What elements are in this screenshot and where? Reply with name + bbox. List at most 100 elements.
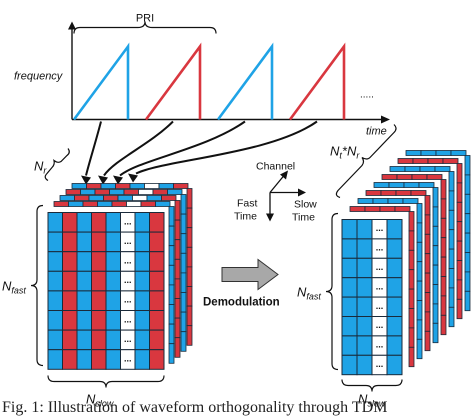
left-cube-layer-2-top-cell <box>132 195 148 201</box>
left-cube-layer-3-side-cell <box>180 233 187 254</box>
left-cube-front-cell <box>134 270 150 292</box>
right-cube-layer-5-top-cell <box>426 174 443 180</box>
left-cube-front-cell <box>134 231 150 253</box>
right-cube-layer-2-side-cell <box>416 300 423 321</box>
right-cube-layer-7-top-cell <box>427 158 444 164</box>
demodulation-label: Demodulation <box>203 297 280 309</box>
left-cube-layer-4-top-cell <box>71 183 87 189</box>
left-cube-layer-3-top-cell <box>152 189 168 195</box>
right-nfast-label: Nfast <box>297 285 321 302</box>
left-cube-layer-4-top-cell <box>100 183 116 189</box>
left-cube-front-cell <box>105 310 121 331</box>
left-cube-layer-3-top-cell <box>138 189 154 195</box>
left-cube-layer-2-side-cell <box>174 337 181 358</box>
left-cube-front-cell <box>149 270 165 292</box>
right-cube-layer-5-side-cell <box>440 179 447 200</box>
left-cube-front-cell <box>91 349 107 370</box>
left-cube-front-cell <box>62 251 78 272</box>
left-cube-layer-2-side-cell <box>174 200 181 221</box>
right-cube-layer-3-top-cell <box>395 190 412 196</box>
right-cube-front-cell <box>386 296 403 318</box>
left-cube-front-cell <box>91 212 107 233</box>
right-cube-layer-6-top-cell <box>389 166 406 172</box>
right-cube-layer-7-side-cell <box>456 298 463 320</box>
right-cube-dots-label: ... <box>376 301 384 311</box>
left-cube-dots-label: ... <box>124 256 132 266</box>
right-cube-layer-1-side-cell <box>408 346 415 368</box>
left-cube-dots-label: ... <box>124 354 132 364</box>
left-cube-front-cell <box>91 329 107 351</box>
right-cube-layer-1-top-cell <box>379 206 396 212</box>
right-cube-layer-2-side-cell <box>416 203 423 224</box>
right-cube-layer-8-side-cell <box>464 252 471 273</box>
chirp-arrow-1 <box>85 121 102 176</box>
left-cube-layer-4-side-cell <box>186 305 193 327</box>
left-cube-cells: ........................ <box>47 183 193 370</box>
right-data-cube: ........................ Nt*Nr Nfast Nsl… <box>297 124 471 409</box>
left-cube-front-cell <box>76 349 92 370</box>
left-cube-front-cell <box>134 310 150 331</box>
right-cube-layer-5-side-cell <box>440 198 447 219</box>
chirp-pulse-4 <box>288 42 346 121</box>
left-cube-front-cell <box>76 212 92 233</box>
right-cube-layer-5-top-cell <box>396 174 413 180</box>
left-cube-layer-3-side-cell <box>180 252 187 274</box>
left-cube-front-cell <box>47 270 63 292</box>
right-cube-layer-1-side-cell <box>408 308 415 329</box>
right-cube-layer-5-side-cell <box>440 295 447 316</box>
right-cube-layer-3-top-cell <box>410 190 427 196</box>
right-cube-layer-4-side-cell <box>432 264 439 285</box>
right-cube-layer-6-side-cell <box>448 229 455 250</box>
left-cube-layer-4-top-cell <box>129 183 145 189</box>
right-cube-layer-4-side-cell <box>432 206 439 227</box>
left-cube-front-cell <box>91 231 107 253</box>
right-cube-layer-8-side-cell <box>464 174 471 195</box>
left-cube-layer-4-top-cell <box>158 183 174 189</box>
right-cube-front-cell <box>386 277 403 298</box>
right-cube-layer-2-side-cell <box>416 338 423 360</box>
left-cube-front-cell <box>105 349 121 370</box>
right-cube-front-cell <box>341 316 358 337</box>
left-cube-front-cell <box>76 231 92 253</box>
right-cube-layer-8-top-cell <box>405 150 422 156</box>
left-cube-front-cell <box>76 251 92 272</box>
right-cube-layer-3-top-cell <box>365 190 382 196</box>
left-cube-front-cell <box>134 212 150 233</box>
right-cube-layer-5-top-cell <box>381 174 398 180</box>
chirp-arrow-3 <box>119 120 246 177</box>
right-cube-front-cell <box>386 316 403 337</box>
right-cube-front-cell <box>341 354 358 376</box>
left-cube-front-cell <box>47 231 63 253</box>
right-cube-layer-3-side-cell <box>424 311 431 332</box>
left-cube-layer-3-side-cell <box>180 292 187 313</box>
right-cube-layer-5-side-cell <box>440 256 447 277</box>
demodulation-arrow: Demodulation <box>203 258 280 309</box>
left-cube-layer-1-top-cell <box>155 201 171 207</box>
left-cube-layer-4-side-cell <box>186 227 193 248</box>
figure-caption: Fig. 1: Illustration of waveform orthogo… <box>2 399 388 416</box>
right-cube-layer-4-side-cell <box>432 245 439 266</box>
left-cube-front-cell <box>105 251 121 272</box>
pri-label: PRI <box>136 13 154 25</box>
right-cube-layer-6-side-cell <box>448 190 455 211</box>
left-cube-front-cell <box>76 310 92 331</box>
left-cube-layer-2-side-cell <box>174 219 181 241</box>
left-cube-front-cell <box>47 349 63 370</box>
right-cube-layer-1-top-cell <box>349 206 366 212</box>
right-cube-layer-4-top-cell <box>373 182 390 188</box>
right-cube-layer-6-side-cell <box>448 306 455 328</box>
slow-time-direction-arrowhead <box>298 188 306 197</box>
left-cube-layer-4-top-cell <box>144 183 160 189</box>
fast-time-label-line2: Time <box>234 211 257 223</box>
right-cube-front-cell <box>341 335 358 356</box>
left-cube-layer-3-top-cell <box>65 189 81 195</box>
right-cube-layer-3-side-cell <box>424 330 431 352</box>
right-cube-layer-3-side-cell <box>424 272 431 293</box>
right-cube-layer-5-side-cell <box>440 314 447 336</box>
left-cube-layer-2-top-cell <box>146 195 162 201</box>
left-cube-front-cell <box>91 270 107 292</box>
right-cube-layer-1-side-cell <box>408 249 415 271</box>
left-cube-front-cell <box>47 251 63 272</box>
chirp-arrow-2 <box>103 120 174 177</box>
